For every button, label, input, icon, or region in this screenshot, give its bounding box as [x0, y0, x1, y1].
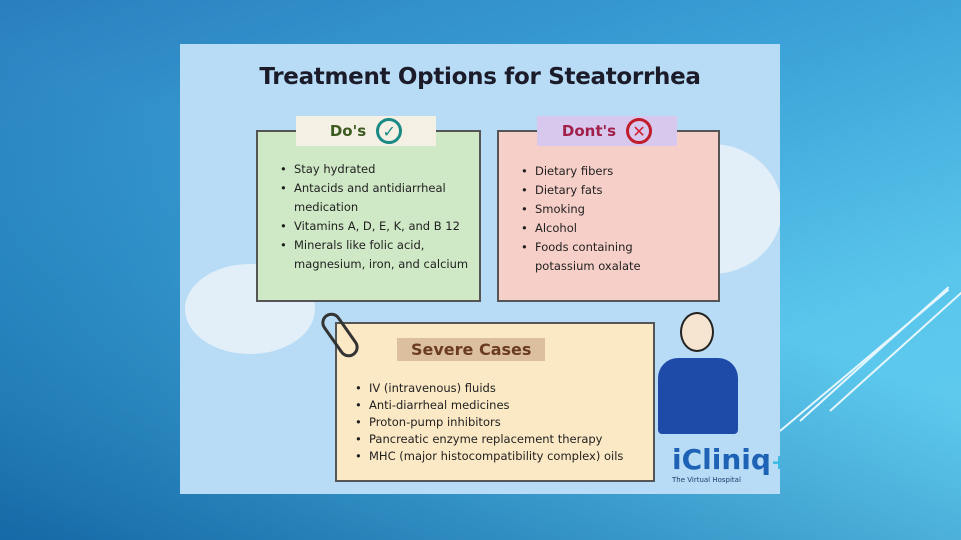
severe-cases-box: Severe Cases IV (intravenous) fluids Ant… [335, 322, 655, 482]
page-title: Treatment Options for Steatorrhea [259, 64, 701, 90]
dos-box: Stay hydrated Antacids and antidiarrheal… [256, 130, 481, 302]
list-item: IV (intravenous) fluids [355, 380, 651, 397]
infographic: Treatment Options for Steatorrhea Stay h… [180, 44, 780, 494]
list-item: Proton-pump inhibitors [355, 414, 651, 431]
cross-icon: ✕ [626, 118, 653, 144]
check-icon: ✓ [376, 118, 403, 144]
list-item: Smoking [521, 200, 671, 219]
list-item: Dietary fats [521, 181, 671, 200]
donts-header: Dont's ✕ [537, 116, 677, 146]
list-item: Antacids and antidiarrheal medication [280, 179, 475, 217]
donts-box: Dietary fibers Dietary fats Smoking Alco… [497, 130, 720, 302]
list-item: Pancreatic enzyme replacement therapy [355, 431, 651, 448]
list-item: Dietary fibers [521, 162, 671, 181]
list-item: Anti-diarrheal medicines [355, 397, 651, 414]
dos-header: Do's ✓ [296, 116, 436, 146]
list-item: Minerals like folic acid, magnesium, iro… [280, 236, 475, 274]
list-item: Stay hydrated [280, 160, 475, 179]
list-item: MHC (major histocompatibility complex) o… [355, 448, 651, 465]
list-item: Alcohol [521, 219, 671, 238]
iclinq-logo: iCliniq+ The Virtual Hospital [672, 443, 780, 485]
severe-cases-label: Severe Cases [397, 338, 546, 361]
list-item: Vitamins A, D, E, K, and B 12 [280, 217, 475, 236]
dos-label: Do's [329, 122, 367, 140]
person-illustration [658, 312, 738, 434]
list-item: Foods containing potassium oxalate [521, 238, 671, 276]
donts-label: Dont's [561, 122, 617, 140]
